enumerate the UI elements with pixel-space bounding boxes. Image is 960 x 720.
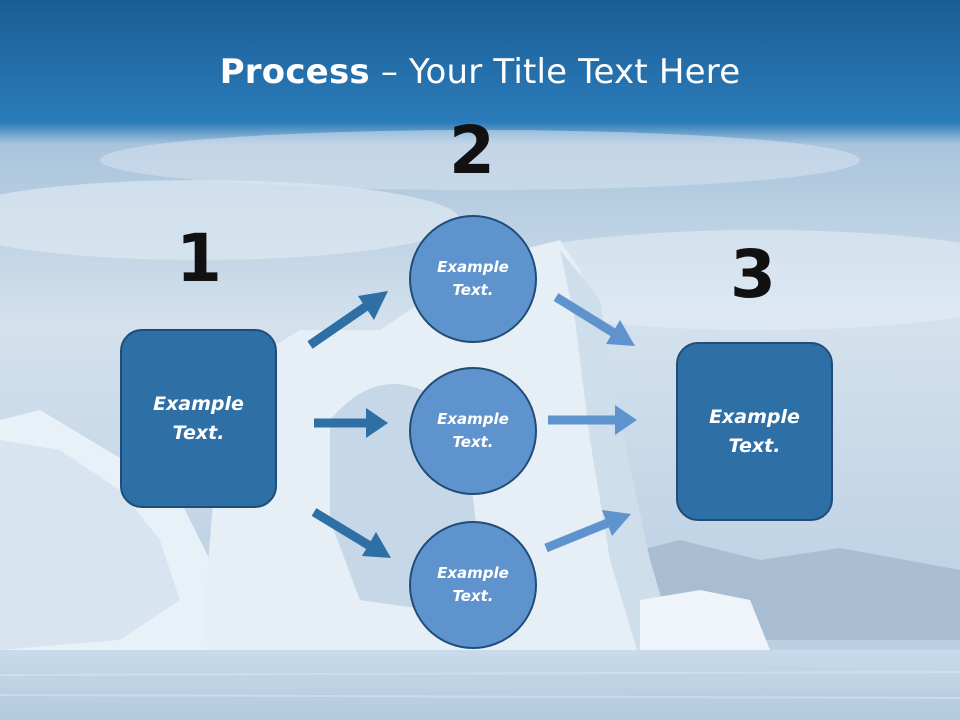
circle-top-line1: Example <box>437 257 509 276</box>
title-bold-part: Process <box>219 52 370 92</box>
step-2-circle-bottom: Example Text. <box>409 521 537 649</box>
slide-title: Process – Your Title Text Here <box>0 52 960 92</box>
step-2-circle-middle: Example Text. <box>409 367 537 495</box>
arrow-1-to-bottom <box>311 508 391 558</box>
step-3-line2: Text. <box>728 434 781 457</box>
circle-bottom-line2: Text. <box>452 587 494 605</box>
title-rest-part: – Your Title Text Here <box>369 52 741 92</box>
arrow-bottom-to-3 <box>544 510 631 553</box>
step-3-box: Example Text. <box>676 342 833 521</box>
arrow-top-to-3 <box>553 293 635 346</box>
step-1-number: 1 <box>176 220 222 297</box>
step-2-circle-top: Example Text. <box>409 215 537 343</box>
step-3-line1: Example <box>709 406 800 428</box>
step-3-number: 3 <box>730 236 776 313</box>
arrow-middle-to-3 <box>548 405 637 435</box>
arrow-1-to-middle <box>314 408 388 438</box>
step-2-number: 2 <box>449 112 495 189</box>
circle-top-line2: Text. <box>452 281 494 299</box>
step-1-box: Example Text. <box>120 329 277 508</box>
step-1-line1: Example <box>153 393 244 415</box>
circle-middle-line2: Text. <box>452 433 494 451</box>
arrow-1-to-top <box>307 291 388 349</box>
step-1-line2: Text. <box>172 421 225 444</box>
circle-bottom-line1: Example <box>437 563 509 582</box>
circle-middle-line1: Example <box>437 409 509 428</box>
